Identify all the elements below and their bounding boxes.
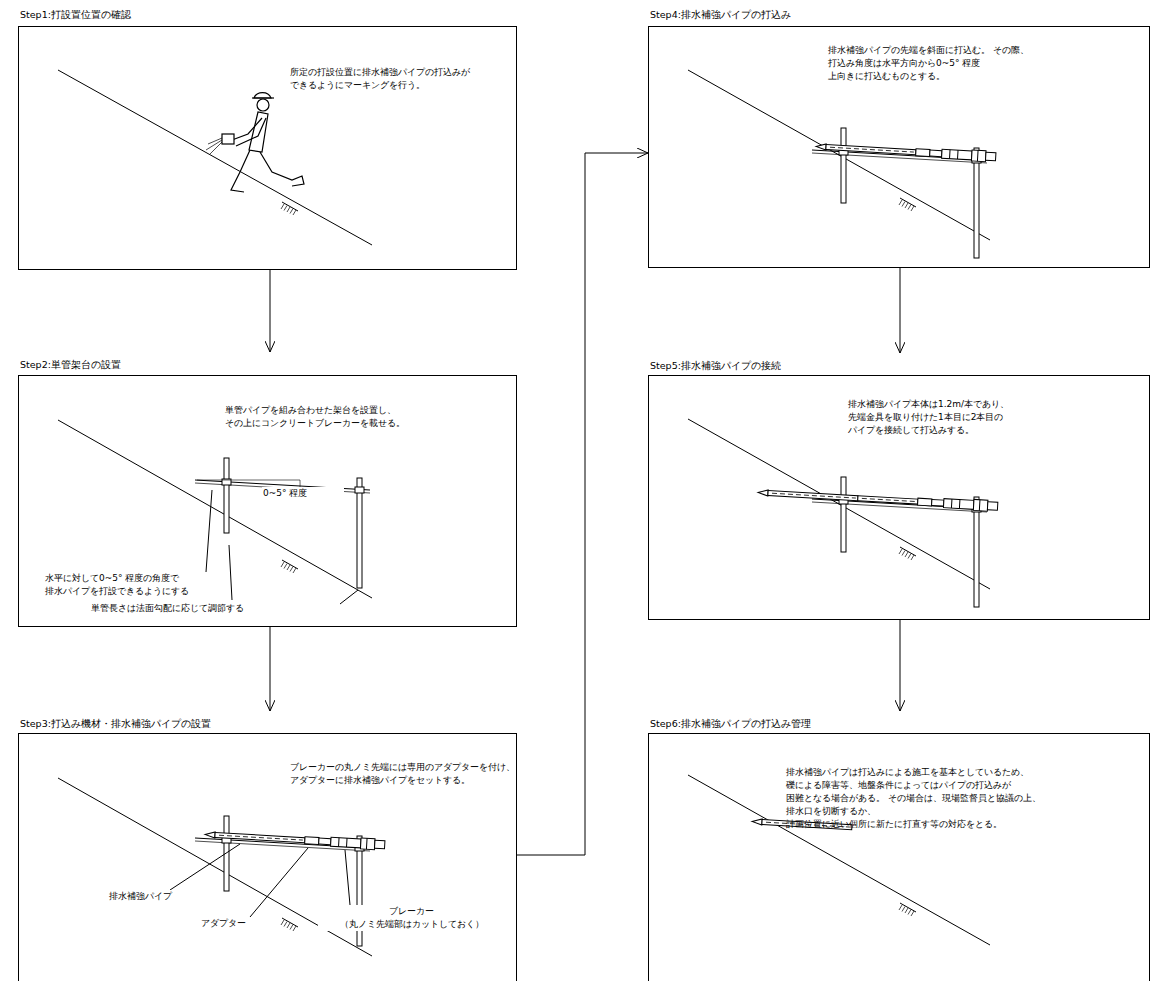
panel-frame (18, 26, 517, 270)
step-panel: Step6:排水補強パイプの打込み管理排水補強パイプは打込みによる施工を基本とし… (648, 717, 1150, 981)
step-heading: Step6:排水補強パイプの打込み管理 (650, 717, 811, 731)
step-heading: Step1:打設置位置の確認 (20, 8, 131, 22)
callout-label: 単管長さは法面勾配に応じて調節する (90, 602, 332, 615)
step-description: 排水補強パイプ本体は1.2m/本であり、 先端金具を取り付けた1本目に2本目の … (848, 398, 1028, 437)
step-heading: Step3:打込み機材・排水補強パイプの設置 (20, 717, 211, 731)
callout-label: 0~5° 程度 (262, 487, 344, 500)
step-panel: Step1:打設置位置の確認所定の打設位置に排水補強パイプの打込みが できるよう… (18, 8, 517, 270)
step-description: 排水補強パイプは打込みによる施工を基本としているため、 礫による障害等、地盤条件… (786, 766, 1051, 831)
callout-label: 水平に対して0~5° 程度の角度で 排水パイプを打設できるようにする (44, 572, 211, 598)
step-heading: Step5:排水補強パイプの接続 (650, 359, 781, 373)
step-description: 排水補強パイプの先端を斜面に打込む。 その際、打込み角度は水平方向から0~5° … (828, 44, 1053, 83)
flow-arrow (270, 627, 271, 711)
flow-arrow (900, 620, 901, 711)
flow-arrow (900, 268, 901, 353)
step-description: 所定の打設位置に排水補強パイプの打込みが できるようにマーキングを行う。 (290, 66, 495, 92)
step-description: ブレーカーの丸ノミ先端には専用のアダプターを付け、 アダプターに排水補強パイプを… (290, 761, 510, 787)
callout-label: アダプター (200, 917, 262, 930)
step-panel: Step5:排水補強パイプの接続排水補強パイプ本体は1.2m/本であり、 先端金… (648, 359, 1150, 620)
step-panel: Step4:排水補強パイプの打込み排水補強パイプの先端を斜面に打込む。 その際、… (648, 8, 1150, 268)
callout-label: 排水補強パイプ (108, 890, 190, 903)
panel-frame (648, 375, 1150, 620)
step-panel: Step3:打込み機材・排水補強パイプの設置ブレーカーの丸ノミ先端には専用のアダ… (18, 717, 517, 981)
step-heading: Step2:単管架台の設置 (20, 358, 121, 372)
flow-arrow (270, 270, 271, 352)
step-description: 単管パイプを組み合わせた架台を設置し、 その上にコンクリートブレーカーを載せる。 (225, 404, 425, 430)
callout-label: ブレーカー （丸ノミ先端部はカットしておく） (318, 905, 505, 931)
flow-arrow (517, 153, 648, 855)
step-heading: Step4:排水補強パイプの打込み (650, 8, 791, 22)
